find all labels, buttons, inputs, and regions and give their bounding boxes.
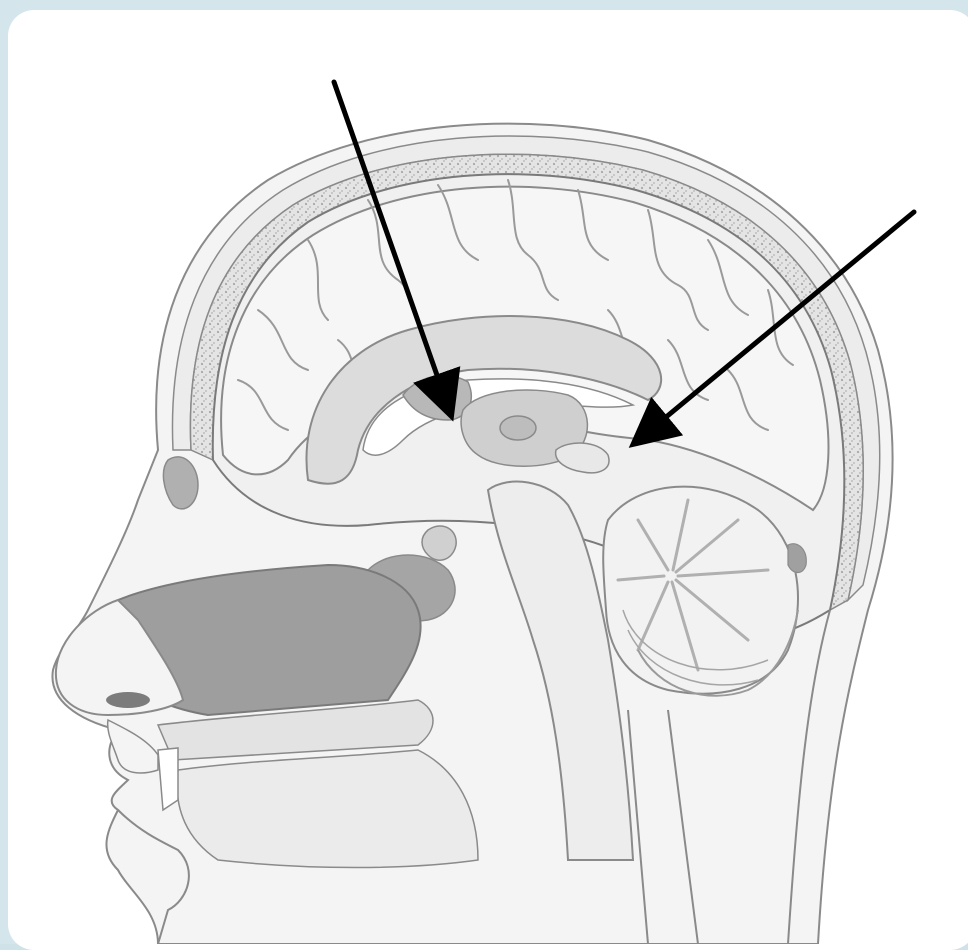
pituitary (422, 526, 456, 560)
brain-diagram (8, 10, 968, 944)
tongue (177, 750, 478, 868)
nostril (106, 692, 150, 708)
interthalamic-adhesion (500, 416, 536, 440)
image-card (8, 10, 968, 950)
